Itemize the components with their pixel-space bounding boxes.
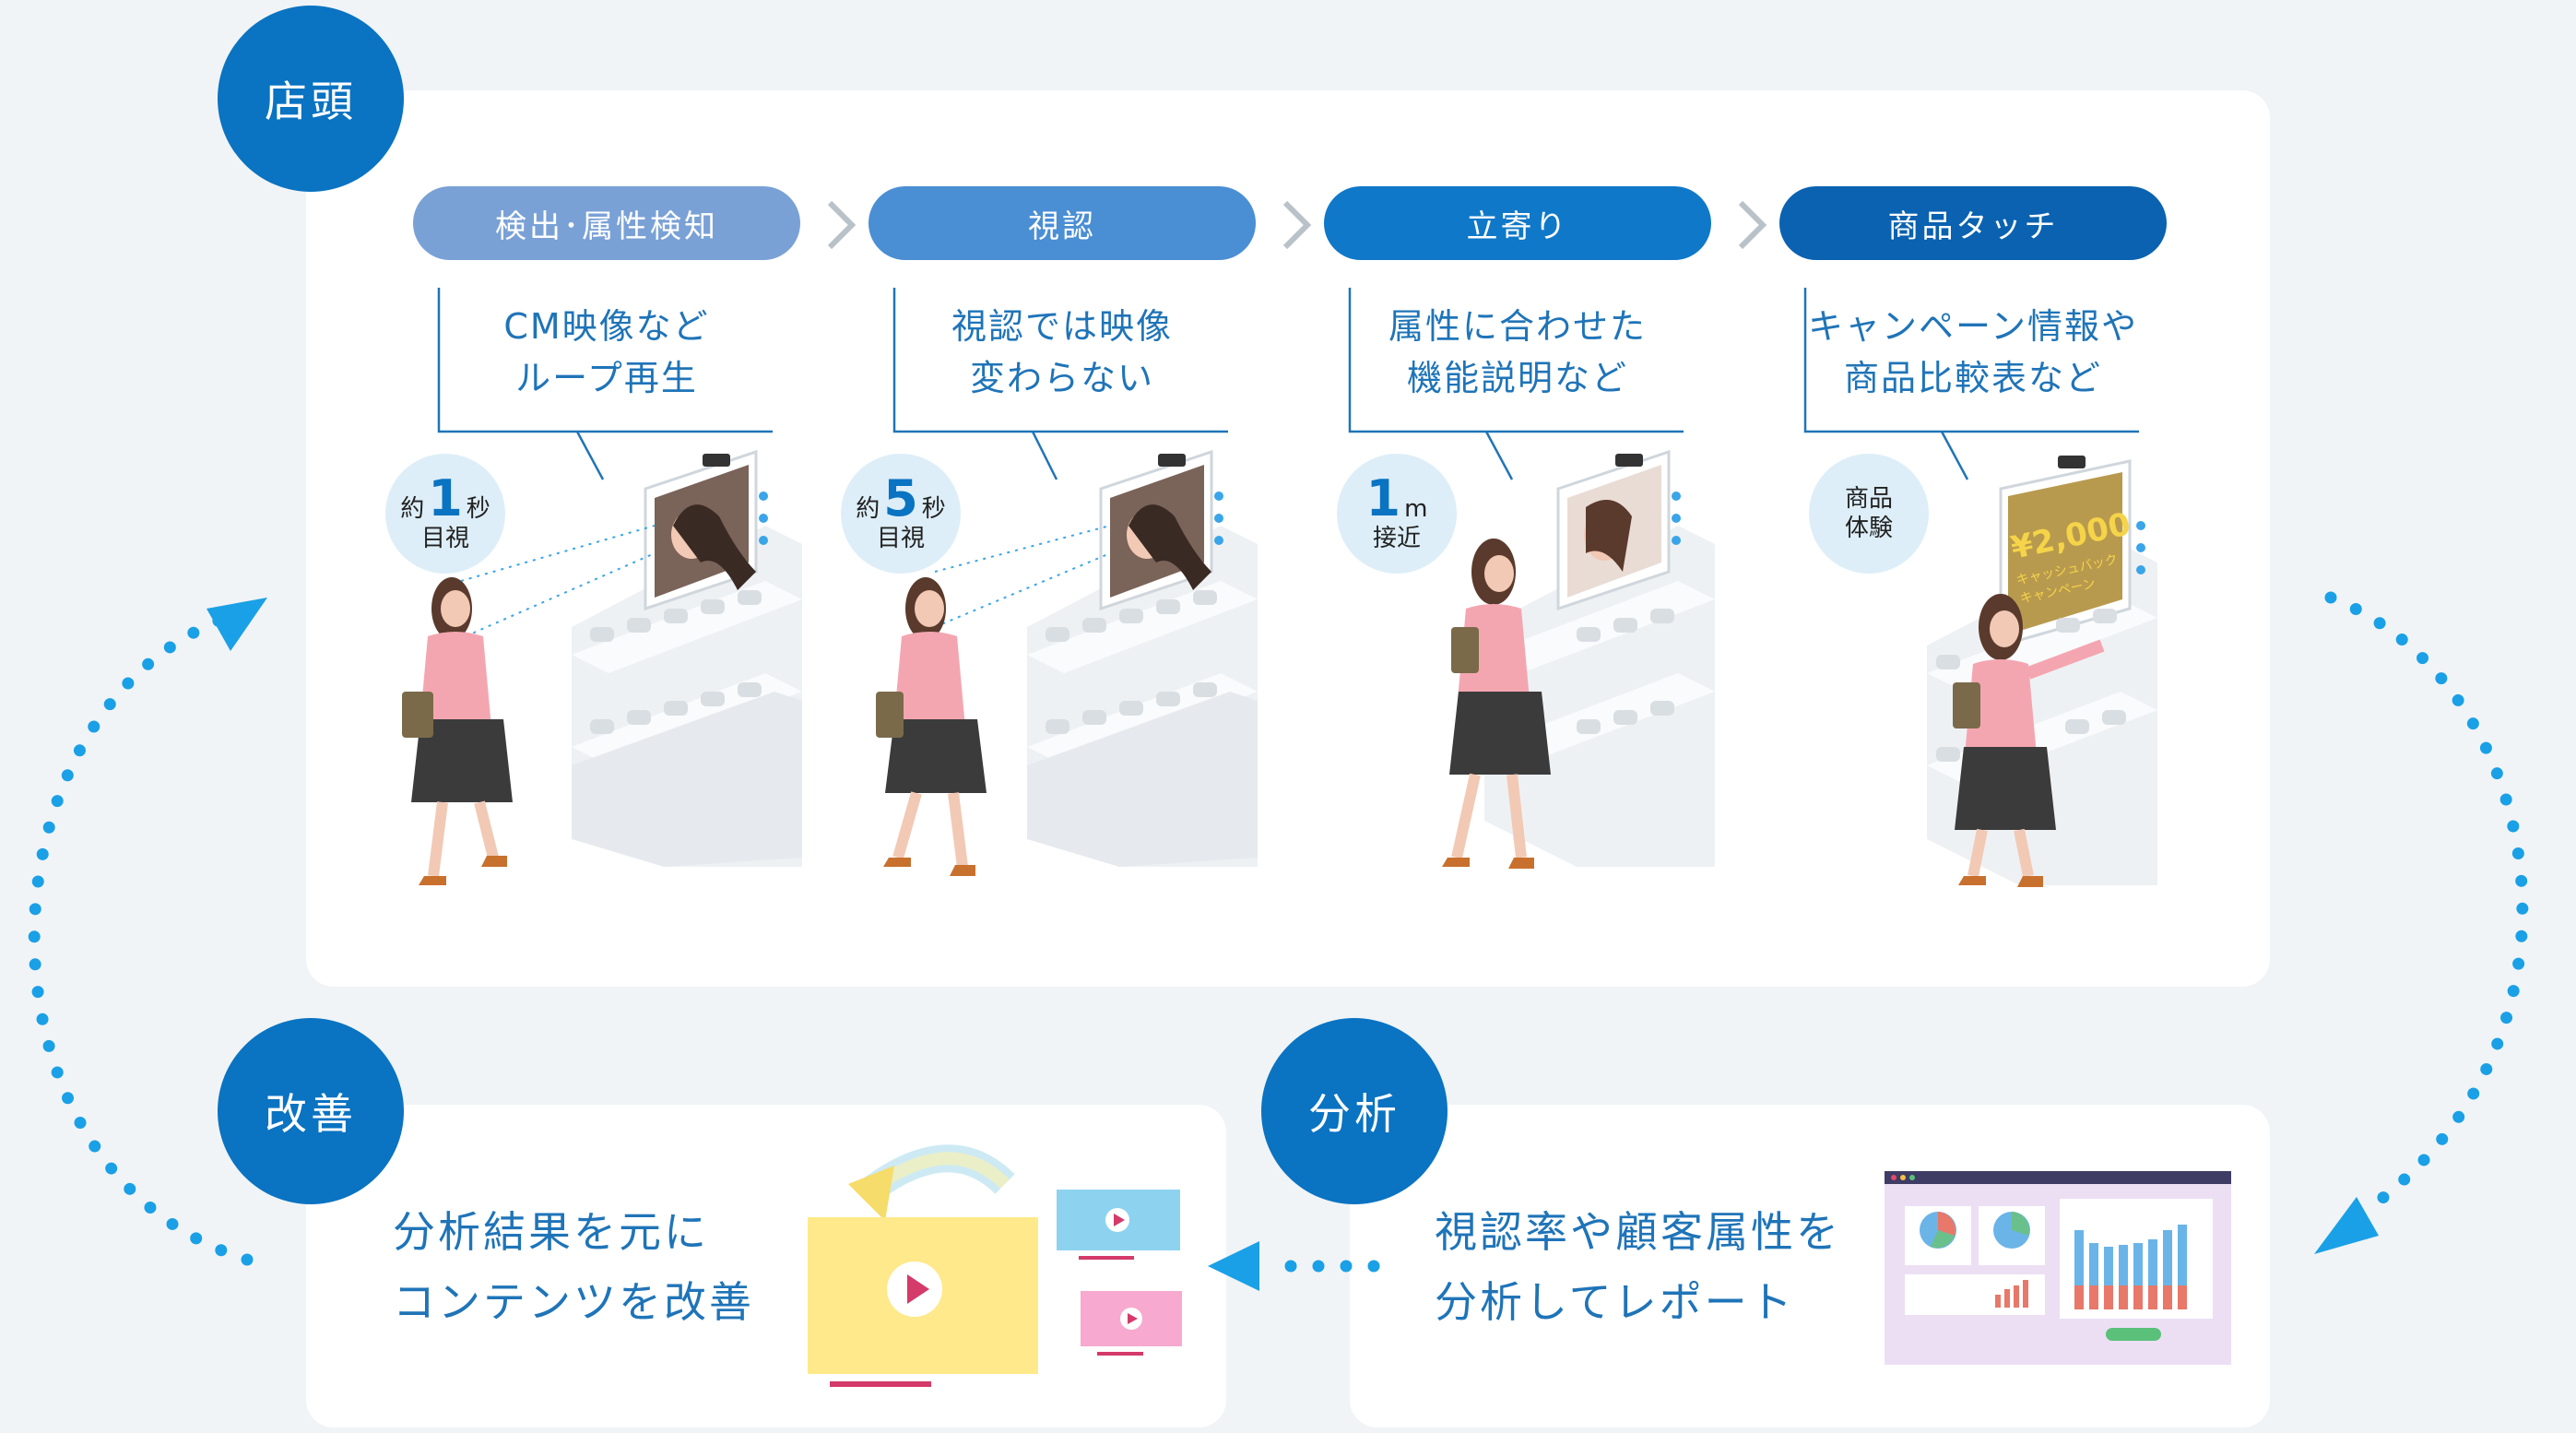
step-approach-pill: 立寄り <box>1324 186 1711 260</box>
product-badge: 商品 体験 <box>1809 454 1929 574</box>
callout-detect: CM映像などループ再生 <box>503 306 710 398</box>
content-videos-illustration <box>808 1144 1182 1394</box>
chevron-right-icon <box>827 200 857 250</box>
step-detect-pill: 検出･属性検知 <box>413 186 800 260</box>
kiosk-illustration-3 <box>1442 449 1715 869</box>
improve-description: 分析結果を元にコンテンツを改善 <box>393 1207 754 1327</box>
store-section-badge: 店頭 <box>218 6 404 192</box>
step-touch-pill: 商品タッチ <box>1779 186 2167 260</box>
kiosk-illustration-1 <box>402 449 802 885</box>
step-view-pill: 視認 <box>869 186 1256 260</box>
kiosk-illustration-4: ¥2,000 キャッシュバック キャンペーン <box>1927 456 2157 887</box>
improve-section-badge: 改善 <box>218 1018 404 1204</box>
improve-card <box>306 1105 1226 1427</box>
callout-view: 視認では映像変わらない <box>951 306 1173 398</box>
report-dashboard-illustration <box>1885 1171 2231 1365</box>
analyze-section-badge: 分析 <box>1261 1018 1448 1204</box>
chevron-right-icon <box>1282 200 1312 250</box>
chevron-right-icon <box>1738 200 1767 250</box>
analyze-description: 視認率や顧客属性を分析してレポート <box>1435 1207 1841 1327</box>
kiosk-illustration-2 <box>876 449 1258 876</box>
callout-approach: 属性に合わせた機能説明など <box>1388 306 1647 398</box>
callout-touch: キャンペーン情報や商品比較表など <box>1807 306 2139 398</box>
